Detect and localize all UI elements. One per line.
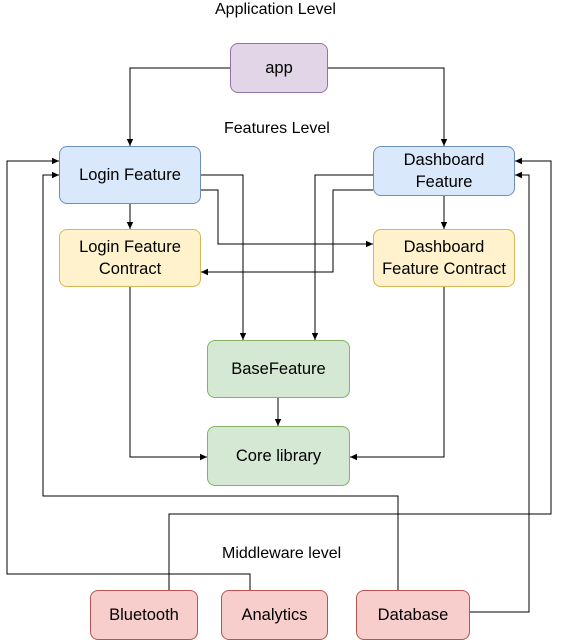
node-database: Database: [356, 590, 470, 640]
node-dashboard-feature-contract: Dashboard Feature Contract: [373, 229, 515, 287]
middleware-level-label: Middleware level: [222, 545, 342, 562]
edge-login-to-dashboard-contract: [201, 189, 373, 248]
node-dashboard-feature-line2: Feature: [415, 173, 473, 191]
node-login-contract-line1: Login Feature: [79, 238, 181, 256]
edge-app-to-login-feature: [126, 67, 230, 146]
node-app-label: app: [265, 59, 293, 77]
node-basefeature-label: BaseFeature: [231, 360, 326, 378]
edge-dashboard-contract-to-core: [350, 287, 445, 461]
node-login-feature-label: Login Feature: [79, 166, 181, 184]
edge-database-to-dashboard-feature: [470, 171, 530, 613]
node-login-contract-line2: Contract: [98, 260, 162, 278]
node-dashboard-feature-line1: Dashboard: [403, 151, 485, 169]
features-level-label: Features Level: [224, 120, 330, 137]
node-database-label: Database: [377, 606, 449, 624]
edge-login-to-basefeature: [201, 174, 247, 340]
node-dashboard-feature: Dashboard Feature: [373, 146, 515, 196]
node-core-library-label: Core library: [235, 447, 322, 465]
node-bluetooth: Bluetooth: [90, 590, 198, 640]
edge-app-to-dashboard-feature: [328, 67, 448, 146]
edge-login-contract-to-core: [129, 287, 207, 461]
node-dashboard-contract-line1: Dashboard: [403, 238, 485, 256]
edge-dashboard-to-basefeature: [311, 174, 373, 340]
application-level-label: Application Level: [215, 1, 336, 18]
edge-analytics-to-login-feature: [6, 157, 251, 590]
edge-bluetooth-to-dashboard-feature: [168, 157, 552, 590]
node-bluetooth-label: Bluetooth: [109, 606, 179, 624]
node-analytics: Analytics: [221, 590, 328, 640]
node-dashboard-contract-line2: Feature Contract: [382, 260, 506, 278]
node-basefeature: BaseFeature: [207, 340, 350, 398]
node-core-library: Core library: [207, 426, 350, 486]
node-login-feature: Login Feature: [59, 146, 201, 204]
edge-dashboard-to-login-contract: [201, 189, 373, 276]
edge-database-to-login-feature: [42, 171, 399, 590]
node-login-feature-contract: Login Feature Contract: [59, 229, 201, 287]
node-analytics-label: Analytics: [241, 606, 308, 624]
node-app: app: [230, 43, 328, 93]
